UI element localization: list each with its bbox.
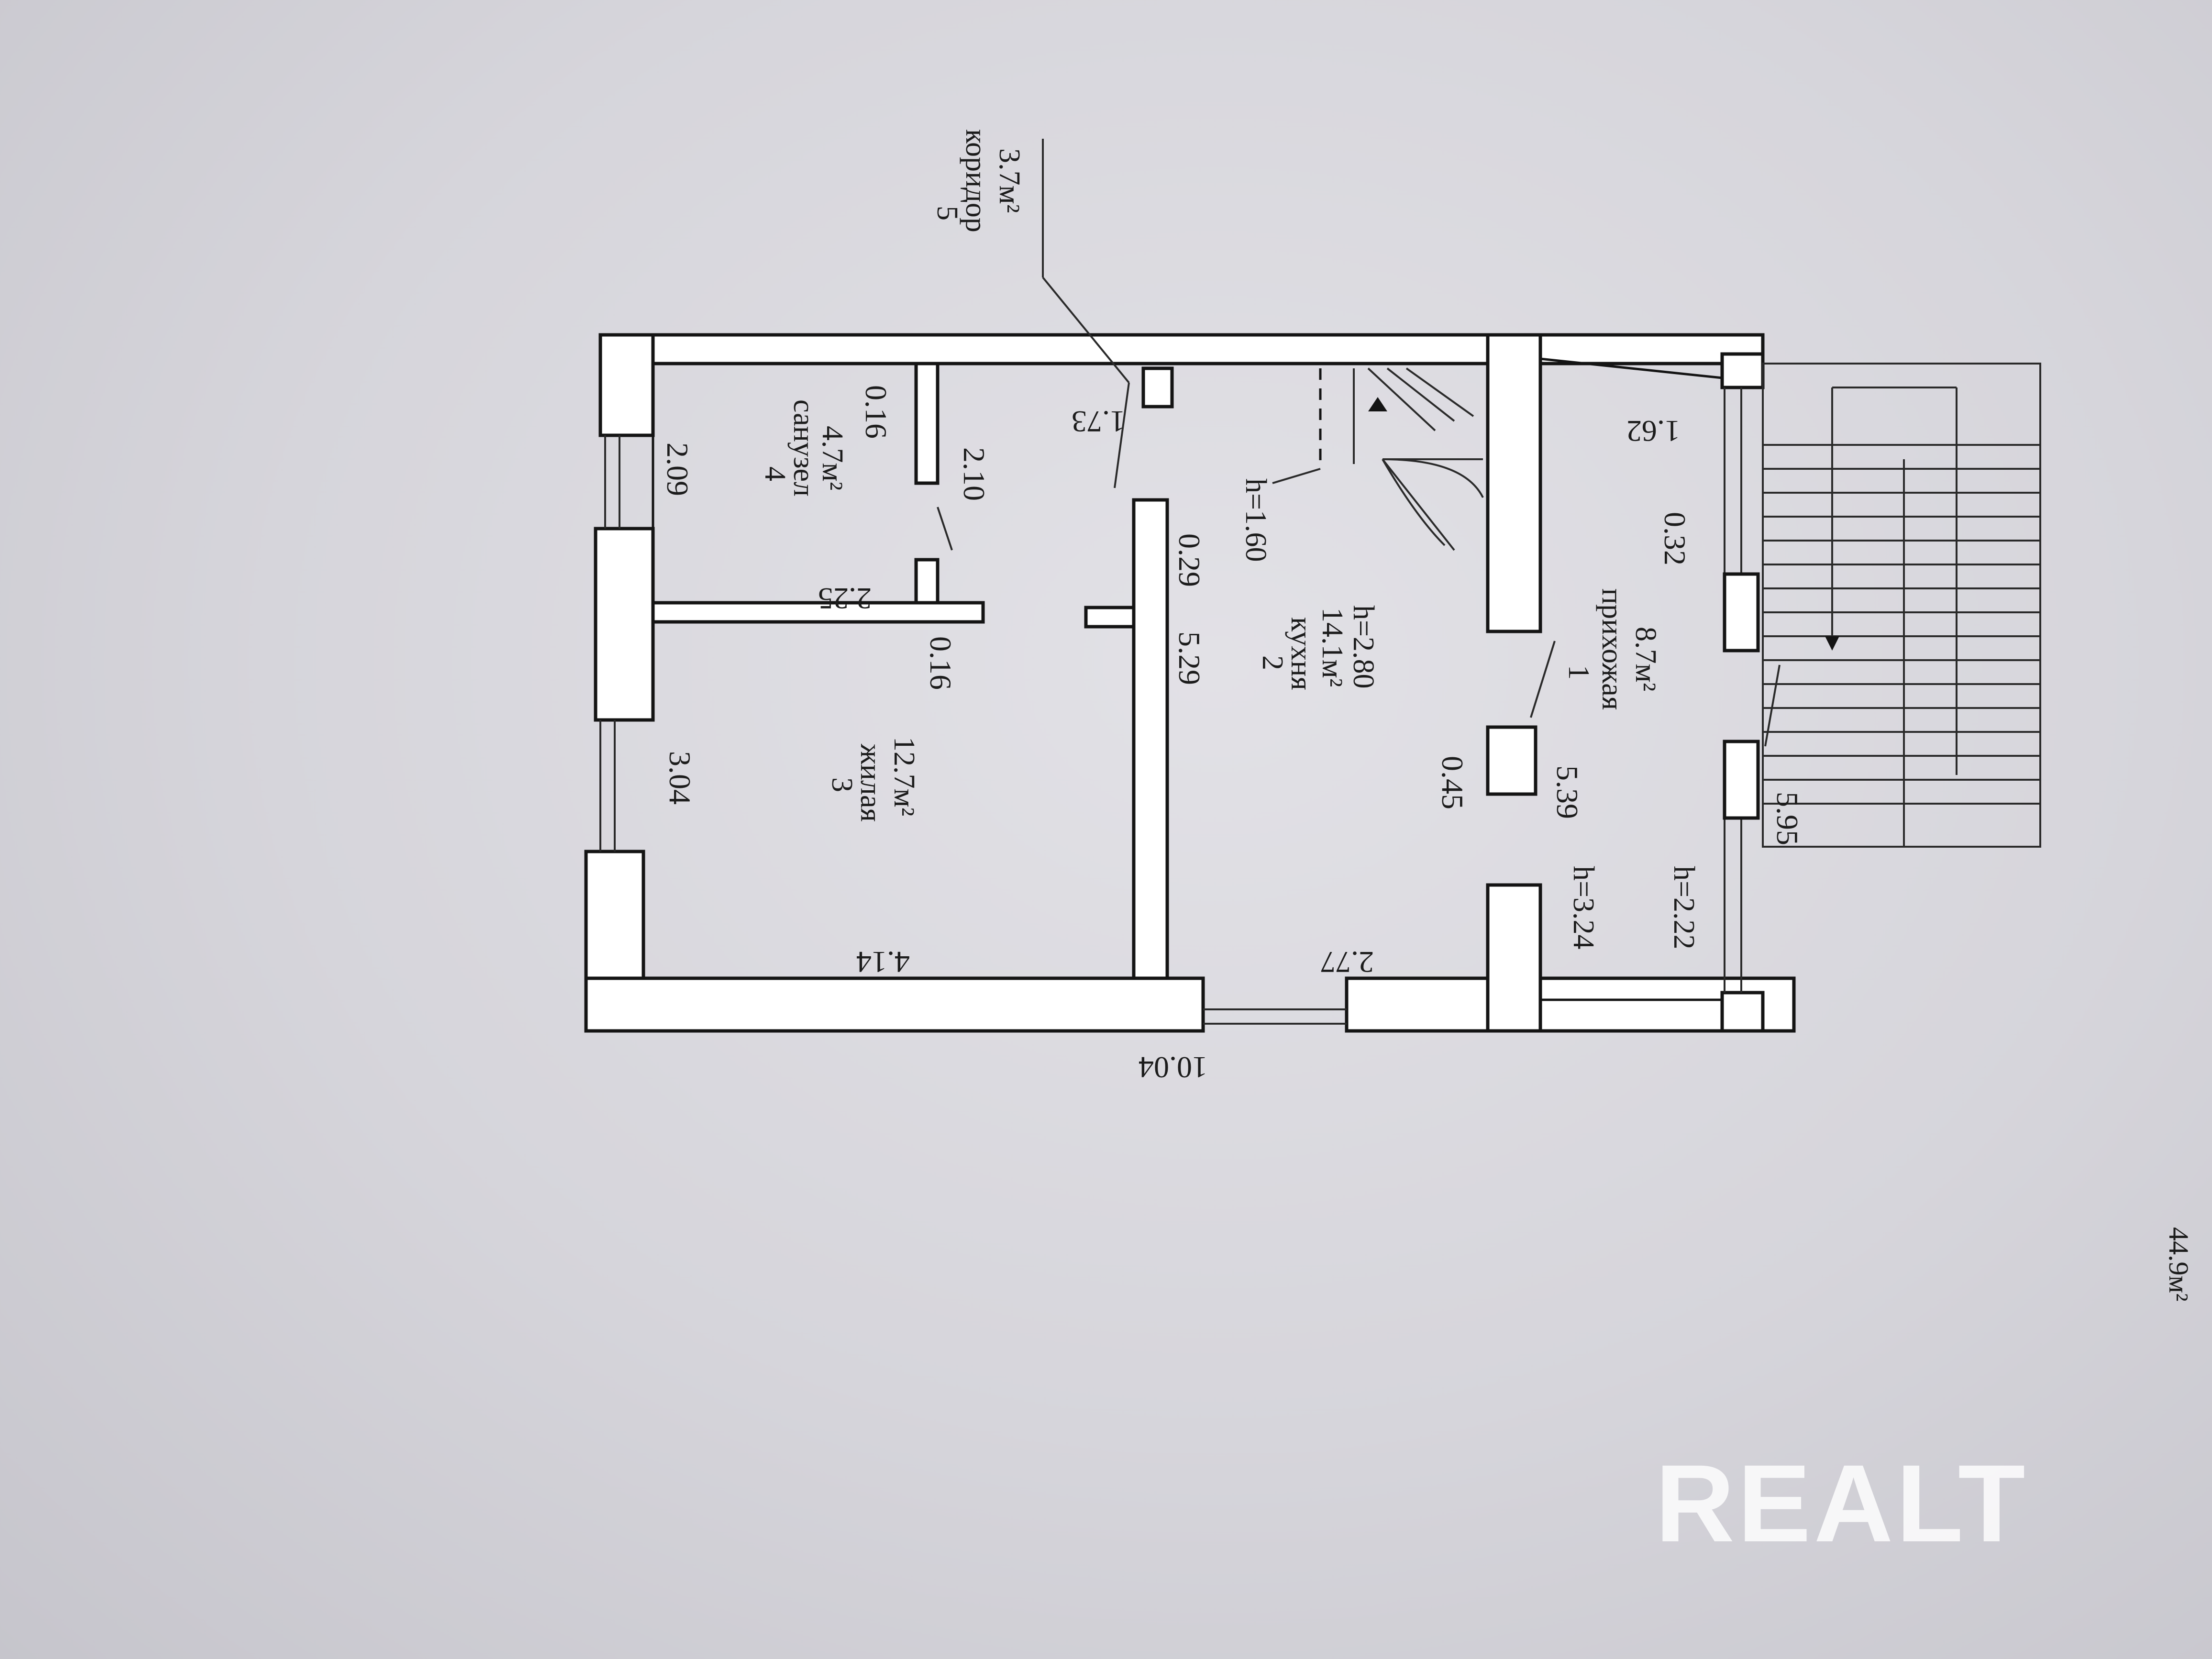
dim-wall-living: 0.16 bbox=[924, 636, 958, 690]
dim-kitchen-width: 5.29 bbox=[1172, 631, 1206, 685]
dim-wall-entry: 0.32 bbox=[1658, 512, 1692, 565]
room-3-name: жилая bbox=[854, 743, 887, 822]
dim-living-length: 4.14 bbox=[856, 945, 910, 979]
room-1-height: h=3.24 bbox=[1567, 866, 1600, 949]
dim-wall-bath: 0.16 bbox=[859, 385, 893, 439]
room-1-name: прихожая bbox=[1596, 588, 1628, 710]
room-1-area: 8.7м² bbox=[1629, 627, 1662, 691]
dimension-labels: 10.04 4.14 3.04 2.77 5.29 1.62 5.39 5.95… bbox=[661, 385, 1804, 1084]
dim-hall-outer: 5.95 bbox=[1770, 792, 1804, 845]
realt-watermark: REALT bbox=[1655, 1442, 2028, 1565]
outer-walls bbox=[584, 333, 1796, 1033]
room-2-area: 14.1м² bbox=[1316, 608, 1349, 687]
room-labels: 5 коридор 3.7м² 4 санузел 4.7м² 3 жилая … bbox=[759, 129, 1662, 949]
dim-wall-kitchen: 0.29 bbox=[1172, 533, 1206, 587]
dim-wall-hall: 0.45 bbox=[1436, 756, 1470, 809]
dim-corridor-width: 2.10 bbox=[957, 447, 991, 501]
dim-bath-width: 2.09 bbox=[661, 442, 695, 496]
room-4-number: 4 bbox=[759, 466, 791, 481]
dim-hall-width: 5.39 bbox=[1550, 765, 1584, 819]
room-5-name: коридор bbox=[960, 129, 992, 232]
interior-stair bbox=[1319, 367, 1484, 551]
room-2-name: кухня bbox=[1285, 617, 1317, 690]
dim-living-width: 3.04 bbox=[663, 751, 697, 805]
room-5-area: 3.7м² bbox=[993, 148, 1026, 213]
total-area: 44.9м² bbox=[2163, 1227, 2194, 1302]
leader-lines bbox=[937, 139, 1781, 747]
exterior-stair bbox=[1762, 363, 2041, 848]
room-1-number: 1 bbox=[1562, 665, 1595, 680]
dim-total-length: 10.04 bbox=[1139, 1051, 1207, 1084]
interior-walls bbox=[651, 357, 1760, 1001]
room-5-number: 5 bbox=[931, 206, 963, 221]
room-4-name: санузел bbox=[787, 399, 820, 497]
room-2-height: h=2.80 bbox=[1347, 605, 1380, 688]
room-3-number: 3 bbox=[826, 777, 858, 792]
dim-bath-length: 2.25 bbox=[818, 582, 872, 616]
room-2-number: 2 bbox=[1256, 655, 1289, 670]
dim-stair-height: h=1.60 bbox=[1239, 478, 1272, 562]
room-4-area: 4.7м² bbox=[816, 426, 849, 490]
room-3-area: 12.7м² bbox=[888, 737, 920, 816]
dim-hall-height-inner: h=2.22 bbox=[1668, 866, 1700, 949]
dim-corridor-length: 1.73 bbox=[1072, 405, 1125, 439]
dim-kitchen-length: 2.77 bbox=[1320, 945, 1374, 979]
dim-hall-length: 1.62 bbox=[1626, 414, 1680, 448]
